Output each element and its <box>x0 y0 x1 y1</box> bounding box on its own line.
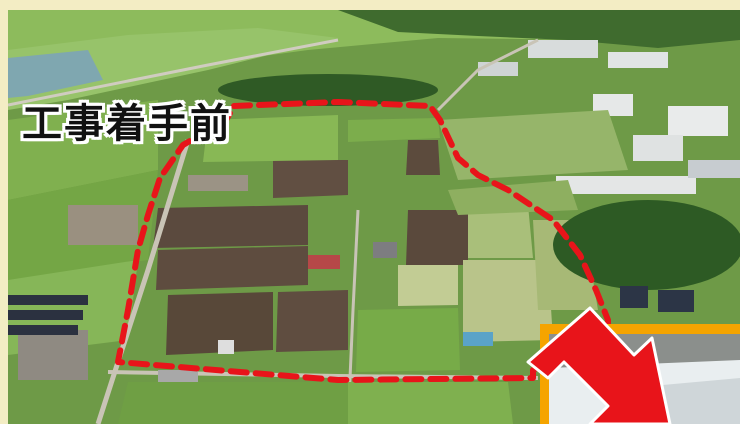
project-boundary-line <box>115 99 611 383</box>
aerial-photo <box>8 10 740 424</box>
arrow-down-right-icon <box>526 306 672 424</box>
caption-before-construction: 工事着手前 <box>22 101 232 147</box>
